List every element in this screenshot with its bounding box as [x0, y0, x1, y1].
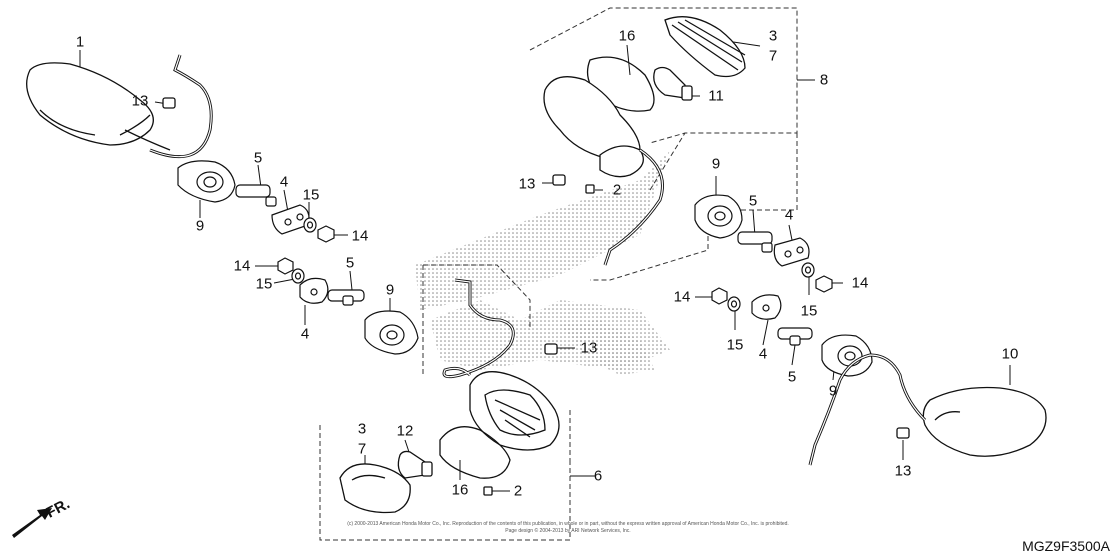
part-14-nut-d: [711, 287, 728, 305]
part-14-nut-c: [815, 275, 833, 293]
part-4-plate-c: [773, 237, 810, 267]
part-14-nut-a: [317, 225, 335, 243]
halftone-background: [415, 150, 670, 375]
callout-9: 9: [711, 155, 721, 173]
callout-6: 6: [593, 467, 603, 485]
callout-5: 5: [787, 368, 797, 386]
callout-13: 13: [131, 92, 149, 110]
callout-14: 14: [673, 288, 691, 306]
callout-16: 16: [618, 27, 636, 45]
callout-16: 16: [451, 481, 469, 499]
part-4-plate-b: [299, 277, 329, 304]
part-5-stay-c: [737, 231, 773, 253]
callout-10: 10: [1001, 345, 1019, 363]
callout-9: 9: [828, 382, 838, 400]
part-9-bracket-c: [694, 194, 743, 239]
part-14-nut-b: [277, 257, 294, 275]
part-11-bulb-a: [653, 66, 693, 101]
callout-7: 7: [357, 440, 367, 458]
part-10-rear-signal-housing: [808, 353, 1047, 466]
part-4-plate-d: [751, 294, 782, 320]
callout-4: 4: [758, 345, 768, 363]
callout-13: 13: [894, 462, 912, 480]
part-9-bracket-b: [364, 310, 419, 355]
callout-5: 5: [748, 192, 758, 210]
callout-15: 15: [800, 302, 818, 320]
front-direction-arrow-icon: [12, 508, 52, 538]
callout-1: 1: [75, 33, 85, 51]
part-5-stay-d: [777, 327, 813, 346]
callout-4: 4: [300, 325, 310, 343]
part-5-stay-b: [327, 289, 365, 306]
copyright-notice: (c) 2000-2013 American Honda Motor Co., …: [318, 521, 818, 535]
callout-4: 4: [784, 206, 794, 224]
callout-9: 9: [195, 217, 205, 235]
callout-2: 2: [612, 181, 622, 199]
callout-8: 8: [819, 71, 829, 89]
diagram-code: MGZ9F3500A: [1022, 538, 1110, 554]
callout-13: 13: [518, 175, 536, 193]
callout-3: 3: [357, 420, 367, 438]
callout-4: 4: [279, 173, 289, 191]
callout-15: 15: [255, 275, 273, 293]
part-5-stay-a: [235, 184, 277, 207]
part-6-left-rear-signal: [339, 278, 560, 514]
callout-14: 14: [351, 227, 369, 245]
part-9-bracket-a: [177, 160, 236, 203]
part-15-washer-d: [727, 296, 741, 312]
callout-5: 5: [345, 254, 355, 272]
part-8-right-front-signal: [543, 16, 746, 266]
callout-2: 2: [513, 482, 523, 500]
part-15-washer-b: [291, 268, 305, 284]
part-15-washer-a: [303, 217, 317, 233]
callout-11: 11: [708, 87, 724, 105]
callout-9: 9: [385, 281, 395, 299]
callout-15: 15: [726, 336, 744, 354]
callout-14: 14: [233, 257, 251, 275]
part-1-left-front-signal: [26, 54, 213, 159]
copyright-line-1: (c) 2000-2013 American Honda Motor Co., …: [347, 521, 789, 527]
callout-13: 13: [580, 339, 598, 357]
callout-12: 12: [396, 422, 414, 440]
part-4-plate-a: [271, 204, 310, 235]
callout-3: 3: [768, 27, 778, 45]
copyright-line-2: Page design © 2004-2013 by ARI Network S…: [505, 528, 631, 534]
callout-15: 15: [302, 186, 320, 204]
callout-7: 7: [768, 47, 778, 65]
callout-14: 14: [851, 274, 869, 292]
callout-5: 5: [253, 149, 263, 167]
part-15-washer-c: [801, 262, 815, 278]
